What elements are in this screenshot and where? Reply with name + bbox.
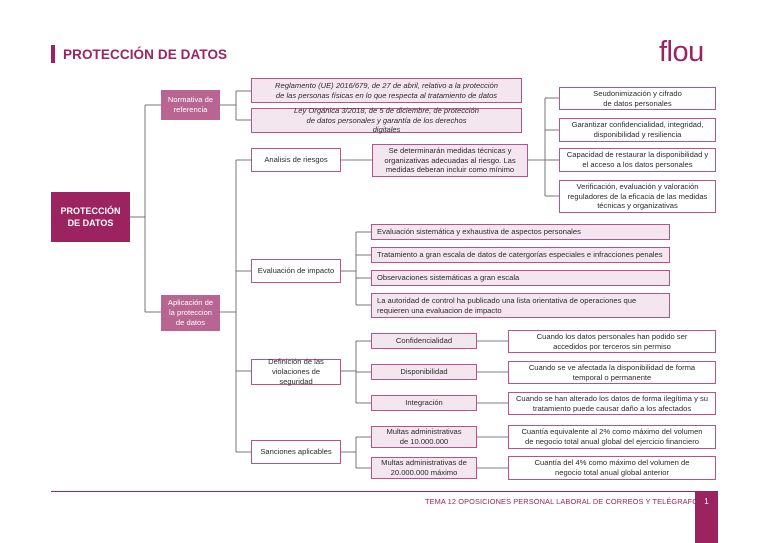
footer-divider <box>51 491 718 492</box>
sancion-20m-desc: Cuantía del 4% como máximo del volumen d… <box>508 456 716 480</box>
sancion-10m-desc: Cuantía equivalente al 2% como máximo de… <box>508 425 716 449</box>
normativa-node: Normativa de referencia <box>161 90 220 120</box>
measure-restaurar: Capacidad de restaurar la disponibilidad… <box>559 148 716 172</box>
violacion-confidencialidad: Confidencialidad <box>371 333 477 349</box>
violacion-disponibilidad: Disponibilidad <box>371 364 477 380</box>
sancion-10m: Multas administrativas de 10.000.000 <box>371 426 477 448</box>
analisis-node: Analisis de riesgos <box>251 148 341 172</box>
page-number-tab <box>695 491 718 543</box>
sanciones-node: Sanciones aplicables <box>251 440 341 464</box>
title-accent-bar <box>51 45 55 63</box>
evaluacion-node: Evaluación de impacto <box>251 259 341 283</box>
aplicacion-node: Aplicación de la proteccion de datos <box>161 295 220 331</box>
evaluacion-item-observaciones: Observaciones sistemáticas a gran escala <box>371 270 670 286</box>
evaluacion-item-lista: La autoridad de control ha publicado una… <box>371 293 670 318</box>
analisis-description: Se determinarán medidas técnicas y organ… <box>372 144 528 177</box>
page-number: 1 <box>704 497 709 506</box>
sancion-20m: Multas administrativas de 20.000.000 máx… <box>371 457 477 479</box>
evaluacion-item-sistematica: Evaluación sistemática y exhaustiva de a… <box>371 224 670 240</box>
violacion-disponibilidad-desc: Cuando se ve afectada la disponibilidad … <box>508 361 716 384</box>
brand-logo: flou <box>659 36 704 68</box>
measure-seudonimizacion: Seudonimización y cifrado de datos perso… <box>559 87 716 110</box>
violacion-confidencialidad-desc: Cuando los datos personales han podido s… <box>508 330 716 353</box>
root-node: PROTECCIÓN DE DATOS <box>51 192 130 242</box>
normativa-item-lopd: Ley Orgánica 3/2018, de 5 de diciembre, … <box>251 106 522 134</box>
violacion-integracion-desc: Cuando se han alterado los datos de form… <box>508 392 716 415</box>
normativa-item-rgpd: Reglamento (UE) 2016/679, de 27 de abril… <box>251 78 522 103</box>
violaciones-node: Definición de las violaciones de segurid… <box>251 357 341 386</box>
measure-verificacion: Verificación, evaluación y valoración re… <box>559 180 716 213</box>
evaluacion-item-gran-escala: Tratamiento a gran escala de datos de ca… <box>371 247 670 263</box>
footer-text: TEMA 12 OPOSICIONES PERSONAL LABORAL DE … <box>425 497 704 506</box>
page-title: PROTECCIÓN DE DATOS <box>63 47 228 62</box>
violacion-integracion: Integración <box>371 395 477 411</box>
measure-confidencialidad: Garantizar confidencialidad, integridad,… <box>559 118 716 142</box>
